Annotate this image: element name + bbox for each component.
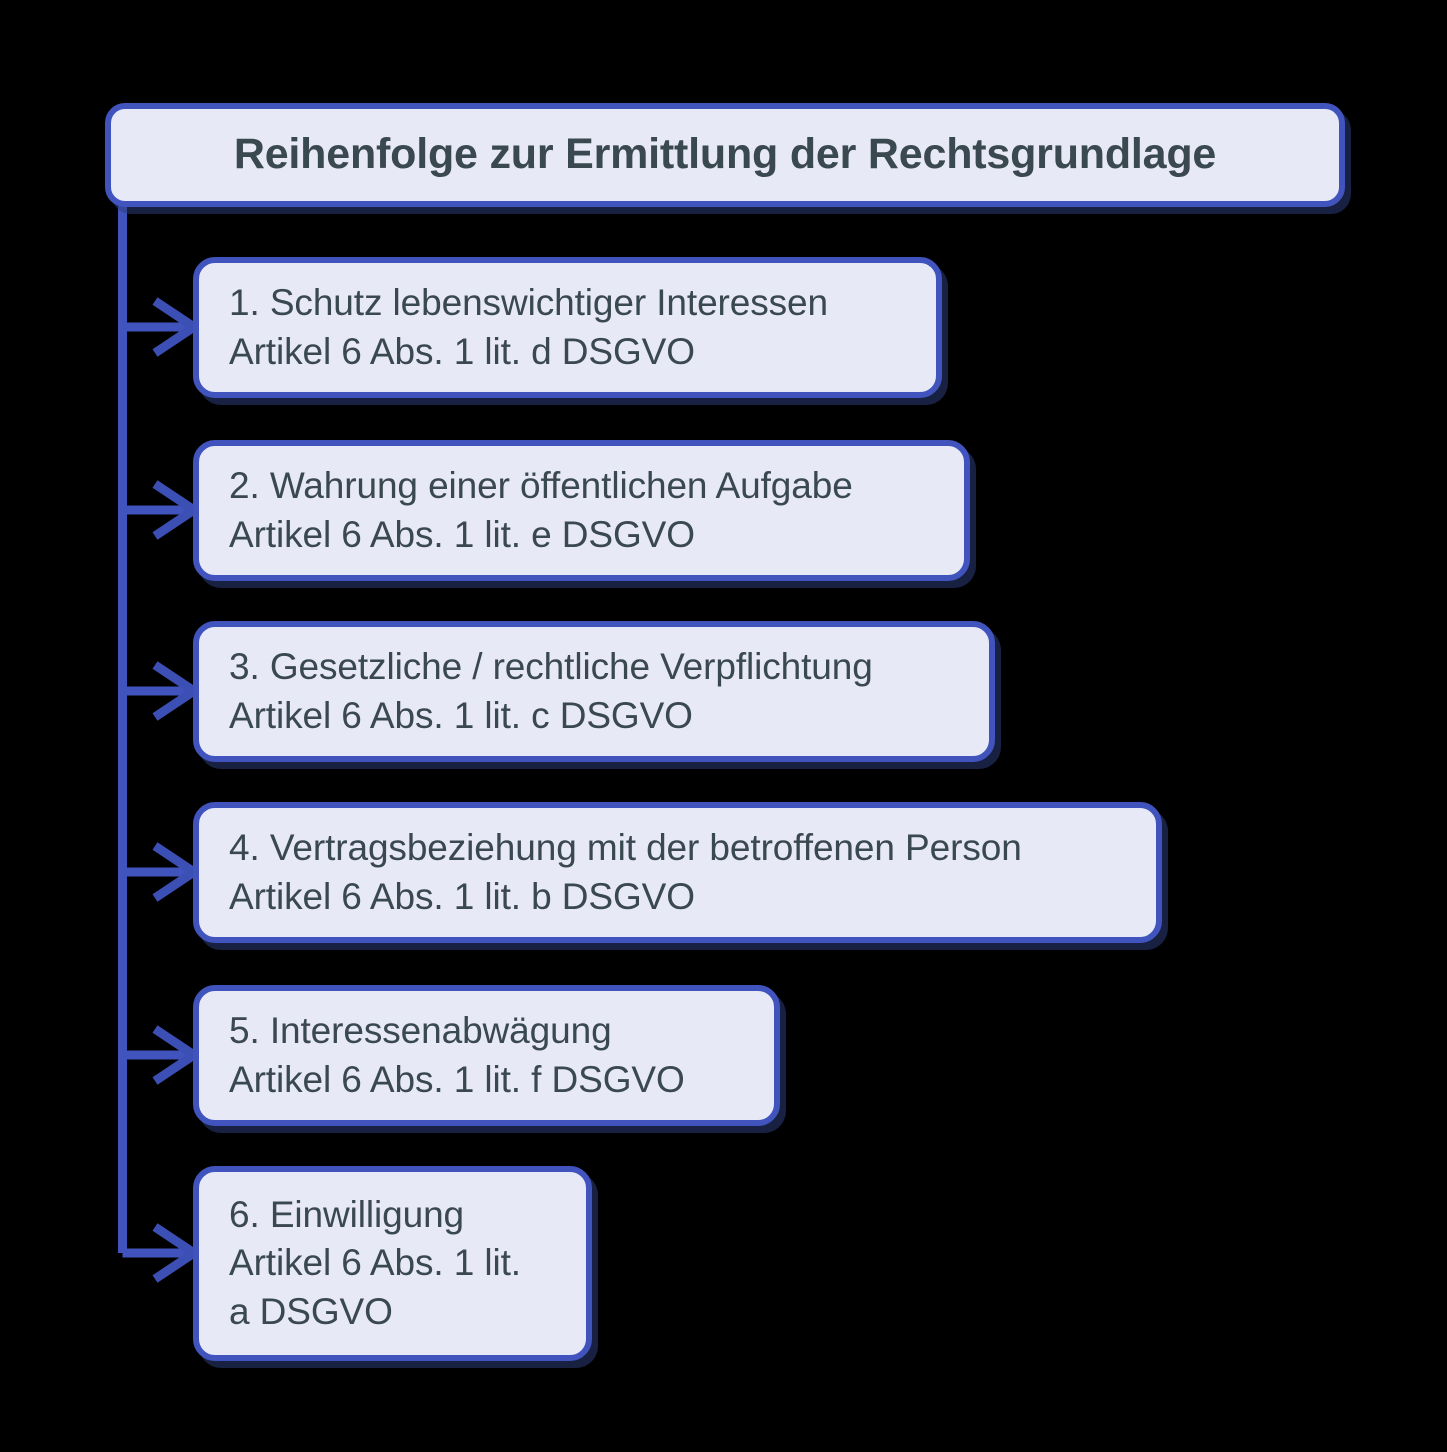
step-2-line-1: 2. Wahrung einer öffentlichen Aufgabe — [229, 465, 853, 507]
step-2-line-2: Artikel 6 Abs. 1 lit. e DSGVO — [229, 513, 695, 555]
step-6-line-1: 6. Einwilligung — [229, 1194, 465, 1236]
step-box-3: 3. Gesetzliche / rechtliche Verpflichtun… — [193, 621, 995, 762]
step-box-4: 4. Vertragsbeziehung mit der betroffenen… — [193, 802, 1162, 943]
step-3-line-2: Artikel 6 Abs. 1 lit. c DSGVO — [229, 694, 693, 736]
step-5-line-2: Artikel 6 Abs. 1 lit. f DSGVO — [229, 1058, 685, 1100]
step-4-line-2: Artikel 6 Abs. 1 lit. b DSGVO — [229, 875, 695, 917]
step-1-line-2: Artikel 6 Abs. 1 lit. d DSGVO — [229, 330, 695, 372]
diagram-title-text: Reihenfolge zur Ermittlung der Rechtsgru… — [233, 130, 1217, 179]
step-6-line-2: Artikel 6 Abs. 1 lit. — [229, 1242, 521, 1284]
step-4-line-1: 4. Vertragsbeziehung mit der betroffenen… — [229, 827, 1022, 869]
step-1-line-1: 1. Schutz lebenswichtiger Interessen — [229, 282, 829, 324]
step-5-line-1: 5. Interessenabwägung — [229, 1010, 612, 1052]
arrow-icon-6 — [152, 1223, 203, 1283]
arrow-icon-4 — [152, 842, 203, 902]
step-box-6: 6. Einwilligung Artikel 6 Abs. 1 lit. a … — [193, 1166, 592, 1361]
step-box-1: 1. Schutz lebenswichtiger Interessen Art… — [193, 257, 942, 398]
arrow-icon-2 — [152, 480, 203, 540]
step-box-2: 2. Wahrung einer öffentlichen Aufgabe Ar… — [193, 440, 970, 581]
arrow-icon-1 — [152, 297, 203, 357]
arrow-icon-3 — [152, 661, 203, 721]
step-6-line-3: a DSGVO — [229, 1290, 393, 1332]
arrow-icon-5 — [152, 1025, 203, 1085]
diagram-title-box: Reihenfolge zur Ermittlung der Rechtsgru… — [105, 103, 1345, 207]
step-3-line-1: 3. Gesetzliche / rechtliche Verpflichtun… — [229, 646, 873, 688]
step-box-5: 5. Interessenabwägung Artikel 6 Abs. 1 l… — [193, 985, 780, 1126]
